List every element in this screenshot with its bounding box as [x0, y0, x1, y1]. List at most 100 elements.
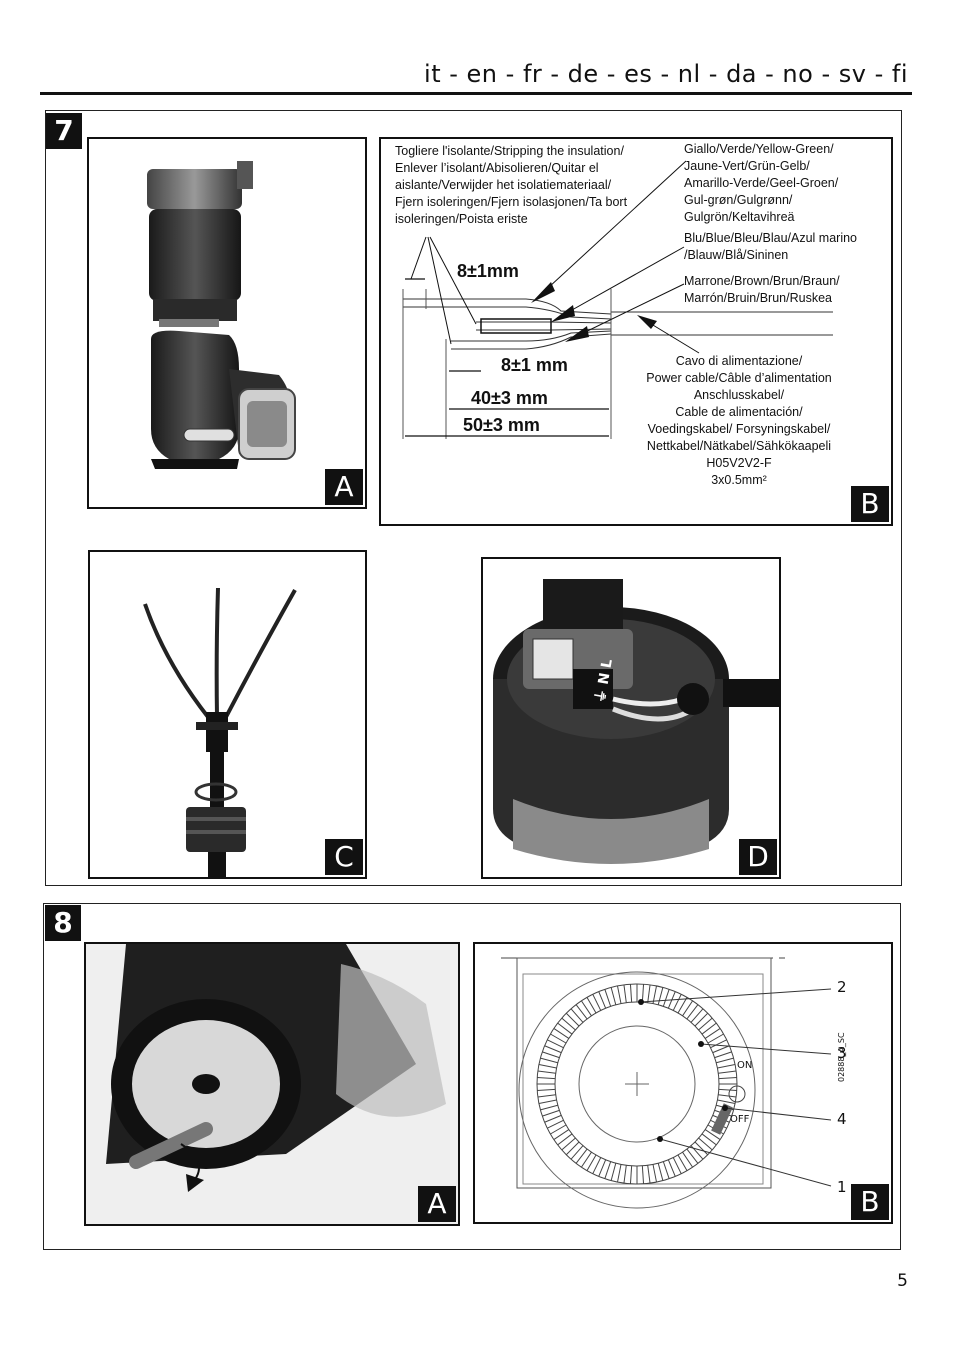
dial-tick: [667, 1159, 676, 1177]
dial-tick: [672, 994, 682, 1011]
dial-tick: [557, 1133, 573, 1146]
section-7-number: 7: [46, 113, 82, 149]
dial-tick: [690, 1008, 704, 1023]
dial-tick: [617, 1164, 622, 1183]
dial-tick: [652, 985, 657, 1004]
timer-dial-diagram: [501, 957, 832, 1209]
dial-tick: [537, 1070, 556, 1074]
callout-2: 2: [837, 978, 847, 996]
dial-tick: [712, 1045, 730, 1054]
dial-tick: [565, 1012, 580, 1027]
dial-tick: [718, 1076, 737, 1080]
dial-tick: [672, 1157, 682, 1174]
dial-tick: [641, 1165, 645, 1184]
measurement-40mm: 40±3 mm: [471, 388, 548, 408]
dial-tick: [553, 1028, 570, 1039]
dial-tick: [698, 1137, 713, 1151]
panel-7b: Togliere l'isolante/Stripping the insula…: [379, 137, 893, 526]
dial-tick: [553, 1129, 570, 1140]
callout-4: 4: [837, 1110, 847, 1128]
panel-8b-label: B: [851, 1184, 889, 1220]
dial-tick: [629, 1165, 633, 1184]
measurement-8mm-b: 8±1 mm: [501, 355, 568, 375]
dial-tick: [641, 984, 645, 1003]
power-cable-label: Cavo di alimentazione/ Power cable/Câble…: [646, 354, 832, 487]
dial-tick: [662, 1161, 670, 1179]
on-label: ON: [737, 1060, 753, 1071]
dial-tick: [547, 1119, 564, 1129]
dial-tick: [610, 1163, 617, 1181]
dial-tick: [718, 1088, 737, 1092]
pump-head-illustration: [147, 161, 296, 469]
dial-tick: [704, 1129, 721, 1140]
dial-tick: [677, 1154, 688, 1171]
dial-tick: [537, 1088, 556, 1092]
panel-7a: A: [87, 137, 367, 509]
dial-tick: [647, 984, 651, 1003]
dial-tick: [544, 1045, 562, 1054]
dial-tick: [547, 1039, 564, 1049]
dial-tick: [581, 1151, 592, 1168]
brown-wire-label: Marrone/Brown/Brun/Braun/ Marrón/Bruin/B…: [684, 274, 840, 305]
dial-tick: [570, 1145, 584, 1160]
wire-stripping-drawing: [402, 160, 833, 439]
dial-tick: [686, 1148, 699, 1164]
dial-tick: [598, 1159, 607, 1177]
callout-1: 1: [837, 1178, 847, 1196]
dial-tick: [565, 1141, 580, 1156]
dial-tick: [610, 987, 617, 1005]
dial-tick: [694, 1141, 709, 1156]
section-8-number: 8: [45, 905, 81, 941]
dial-tick: [701, 1133, 717, 1146]
pump-base-illustration: [86, 944, 458, 1224]
dial-tick: [701, 1022, 717, 1035]
section-7: [45, 110, 902, 886]
dial-tick: [540, 1104, 558, 1111]
dial-tick: [677, 997, 688, 1014]
dial-tick: [704, 1028, 721, 1039]
dial-ticks: [537, 984, 737, 1184]
dial-tick: [570, 1008, 584, 1023]
dial-tick: [716, 1057, 734, 1064]
dial-tick: [647, 1165, 651, 1184]
yellow-green-wire-label: Giallo/Verde/Yellow-Green/ Jaune-Vert/Gr…: [684, 142, 839, 224]
panel-7d: ⏚ N L D: [481, 557, 781, 879]
dial-tick: [544, 1114, 562, 1123]
measurement-50mm: 50±3 mm: [463, 415, 540, 435]
panel-7c-label: C: [325, 839, 363, 875]
dial-tick: [662, 989, 670, 1007]
off-label: OFF: [730, 1114, 750, 1125]
dial-tick: [586, 997, 597, 1014]
dial-tick: [682, 1151, 693, 1168]
dial-tick: [686, 1004, 699, 1020]
dial-tick: [710, 1039, 727, 1049]
dial-tick: [575, 1148, 588, 1164]
page-number: 5: [897, 1271, 908, 1291]
figure-code: 02888_A_SC: [837, 1032, 846, 1082]
dial-tick: [598, 991, 607, 1009]
dial-tick: [717, 1064, 736, 1069]
dial-tick: [717, 1099, 736, 1104]
dial-tick: [537, 1094, 556, 1098]
dial-tick: [550, 1124, 567, 1135]
dial-tick: [542, 1109, 560, 1117]
language-codes: it - en - fr - de - es - nl - da - no - …: [424, 60, 908, 88]
dial-tick: [718, 1094, 737, 1098]
dial-tick: [718, 1070, 737, 1074]
dial-tick: [586, 1154, 597, 1171]
panel-7d-label: D: [739, 839, 777, 875]
dial-tick: [557, 1022, 573, 1035]
callout-3: 3: [837, 1044, 847, 1062]
dial-tick: [604, 1161, 612, 1179]
dial-tick: [714, 1051, 732, 1059]
dial-tick: [550, 1033, 567, 1044]
panel-8a-label: A: [418, 1186, 456, 1222]
cable-gland-illustration: [143, 587, 297, 877]
dial-tick: [623, 984, 627, 1003]
panel-7a-label: A: [325, 469, 363, 505]
dial-tick: [592, 1157, 602, 1174]
stripping-instructions: Togliere l'isolante/Stripping the insula…: [395, 144, 628, 226]
dial-tick: [581, 1000, 592, 1017]
panel-7c: C: [88, 550, 367, 879]
terminal-block-illustration: [493, 579, 779, 864]
